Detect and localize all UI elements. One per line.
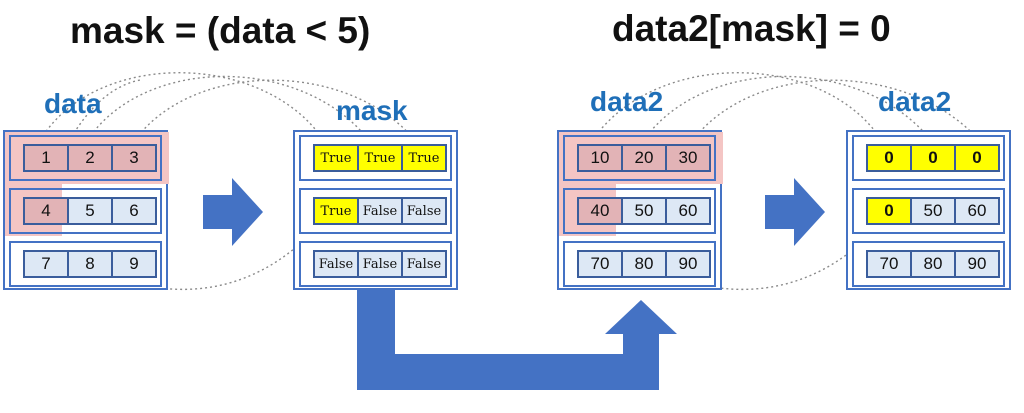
cell: 2 [67, 144, 113, 172]
cell: 70 [866, 250, 912, 278]
label-mask: mask [336, 95, 408, 126]
mapping-arcs-left [37, 72, 414, 291]
cell: False [357, 197, 403, 225]
array-data2-input: 10 20 30 40 50 60 70 80 90 [557, 130, 723, 290]
right-arrow-right [765, 178, 825, 246]
cell: 40 [577, 197, 623, 225]
cell: 4 [23, 197, 69, 225]
cell: 3 [111, 144, 157, 172]
cell: False [313, 250, 359, 278]
cell: 0 [954, 144, 1000, 172]
cell: 1 [23, 144, 69, 172]
cell: 50 [910, 197, 956, 225]
title-assignment-expression: data2[mask] = 0 [612, 8, 891, 49]
cell: 0 [910, 144, 956, 172]
cell: False [401, 250, 447, 278]
label-data2-output: data2 [878, 86, 952, 117]
cell: 0 [866, 197, 912, 225]
cell: 80 [621, 250, 667, 278]
cell: 20 [621, 144, 667, 172]
cell: 70 [577, 250, 623, 278]
cell: 90 [954, 250, 1000, 278]
cell: 60 [665, 197, 711, 225]
cell: 9 [111, 250, 157, 278]
cell: 6 [111, 197, 157, 225]
cell: 60 [954, 197, 1000, 225]
cell: True [357, 144, 403, 172]
cell: 0 [866, 144, 912, 172]
array-data: 1 2 3 4 5 6 7 8 9 [3, 130, 169, 290]
cell: True [401, 144, 447, 172]
cell: 7 [23, 250, 69, 278]
cell: 90 [665, 250, 711, 278]
label-data2-input: data2 [590, 86, 664, 117]
elbow-arrow [357, 290, 677, 390]
title-mask-expression: mask = (data < 5) [70, 10, 371, 51]
cell: False [357, 250, 403, 278]
cell: True [313, 197, 359, 225]
cell: True [313, 144, 359, 172]
cell: 80 [910, 250, 956, 278]
array-data2-output: 0 0 0 0 50 60 70 80 90 [846, 130, 1011, 290]
cell: 30 [665, 144, 711, 172]
right-arrow-left [203, 178, 263, 246]
cell: 50 [621, 197, 667, 225]
cell: 8 [67, 250, 113, 278]
cell: False [401, 197, 447, 225]
array-mask: True True True True False False False Fa… [293, 130, 458, 290]
cell: 5 [67, 197, 113, 225]
cell: 10 [577, 144, 623, 172]
label-data: data [44, 88, 102, 119]
